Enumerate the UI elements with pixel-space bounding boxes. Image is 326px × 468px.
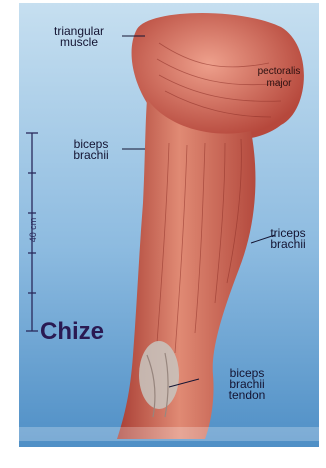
callout-text: Chize [40, 318, 104, 346]
scale-label: 40 cm [27, 211, 39, 249]
label-biceps-tendon: biceps brachii tendon [202, 368, 292, 401]
label-biceps-brachii: biceps brachii [58, 139, 124, 161]
label-triceps-brachii: triceps brachii [256, 228, 320, 250]
watermark-strip [19, 427, 319, 441]
label-pectoralis-major: pectoralis major [244, 66, 314, 90]
label-triangular-muscle: triangular muscle [34, 26, 124, 48]
